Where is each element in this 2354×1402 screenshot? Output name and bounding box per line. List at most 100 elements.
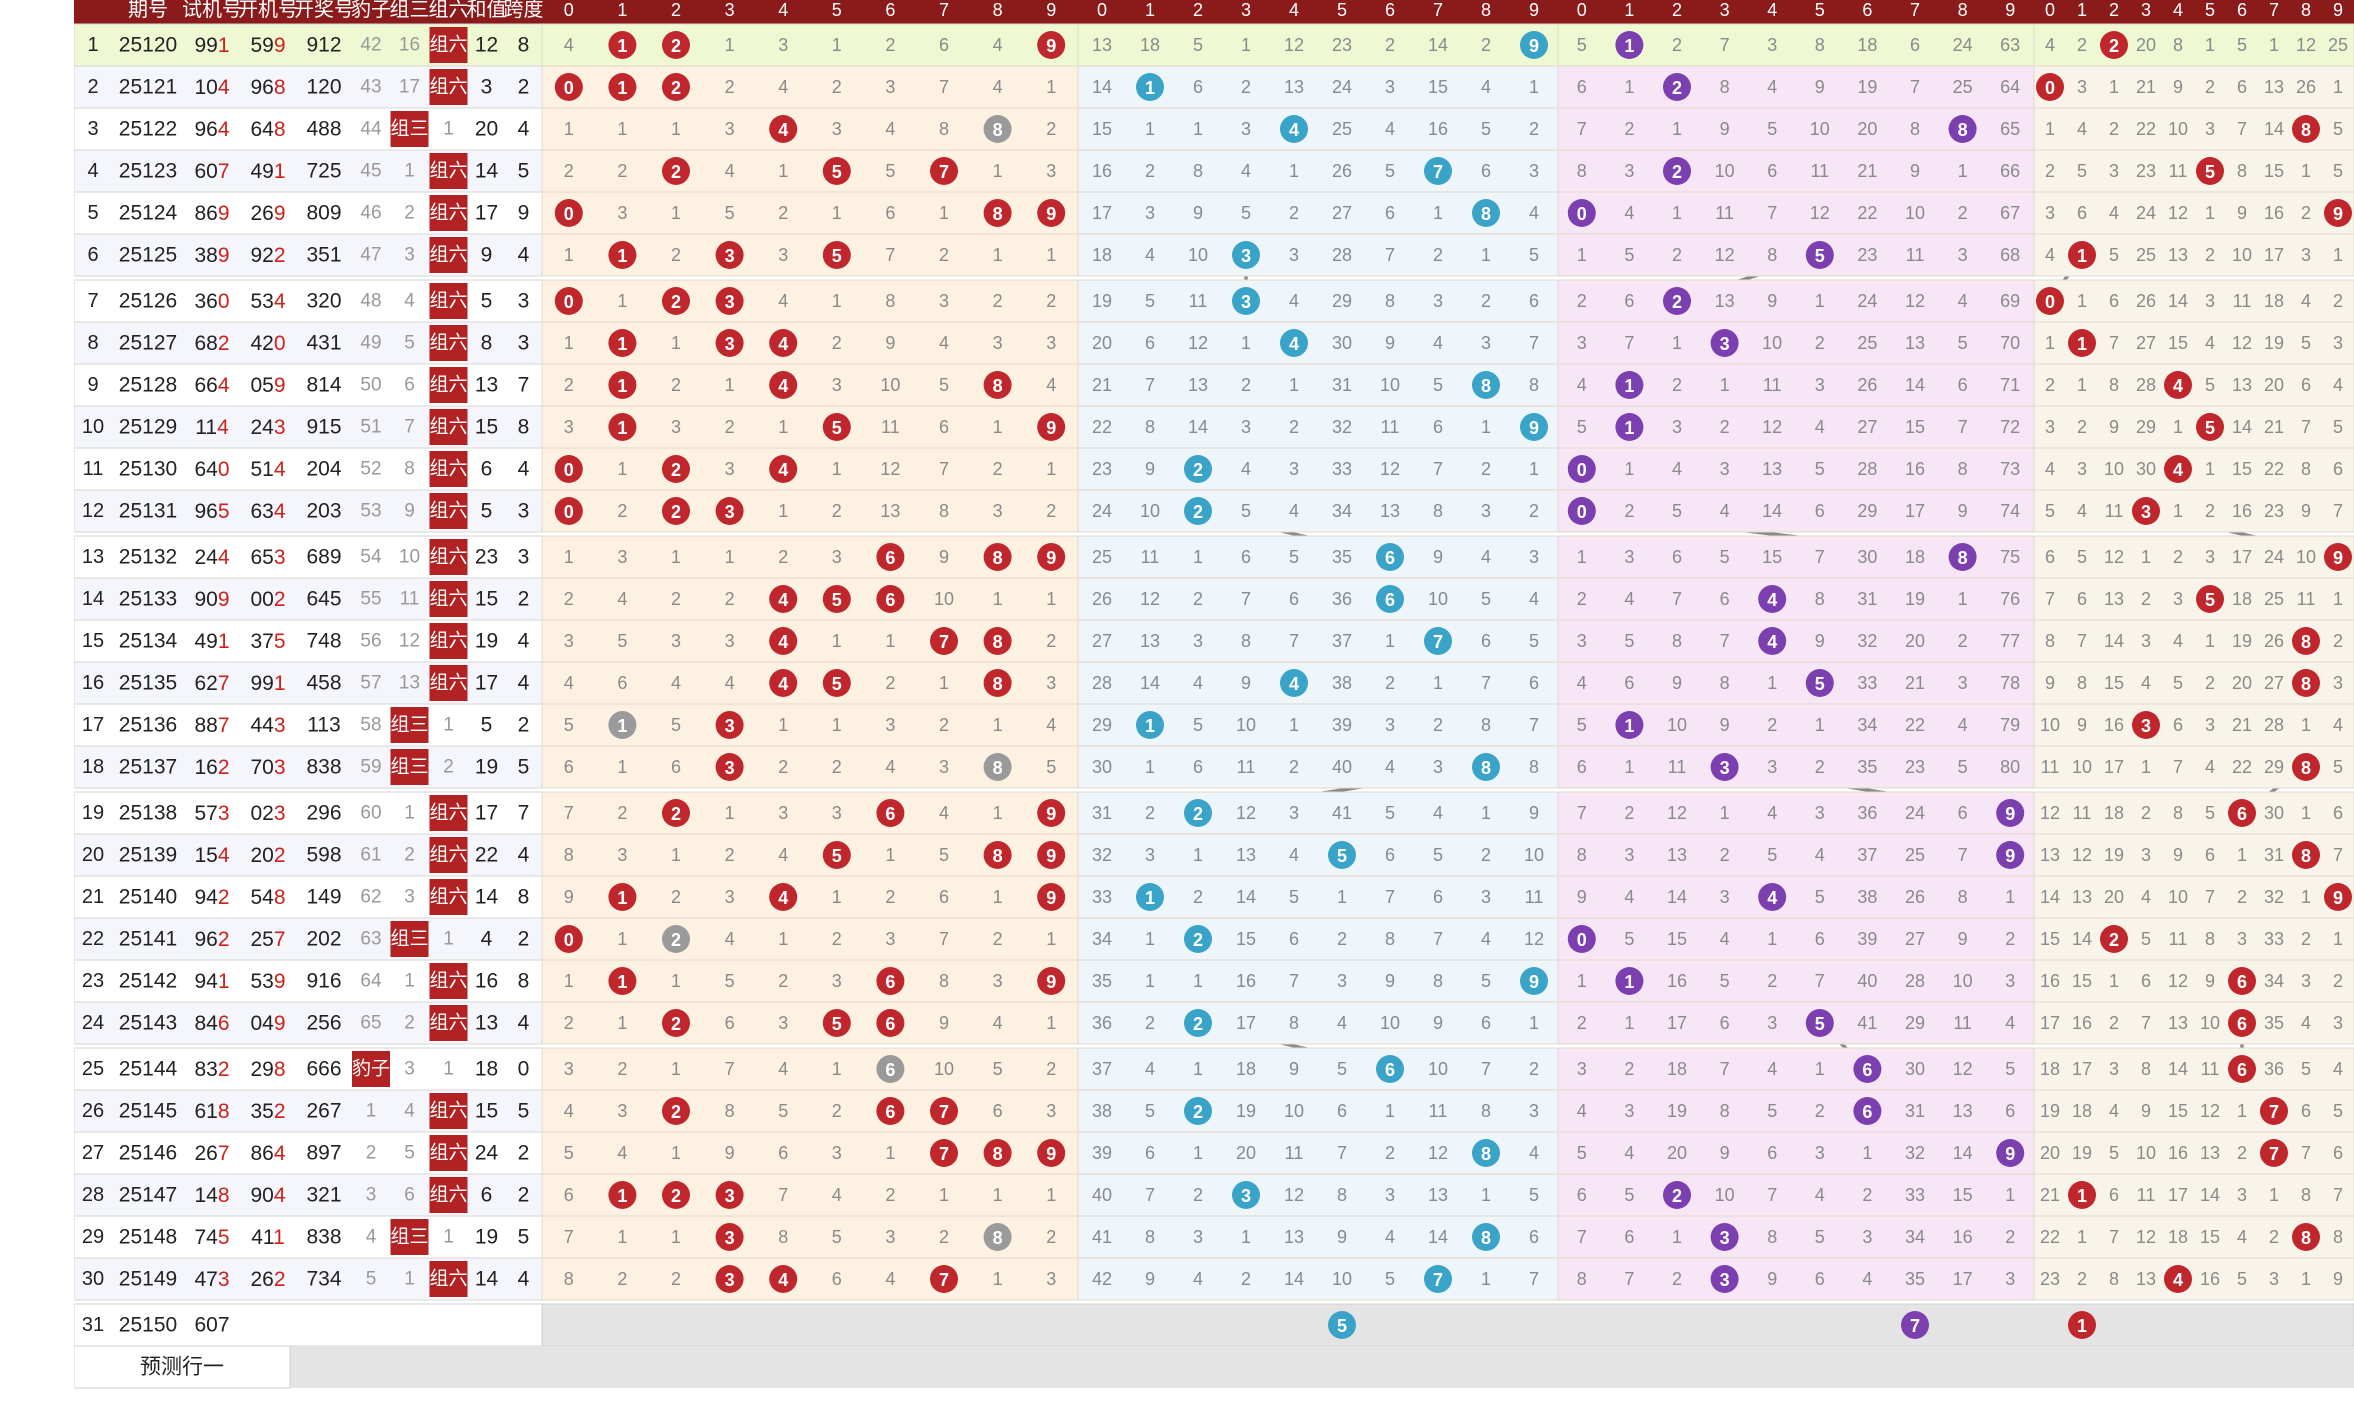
miss-count: 3: [1958, 673, 1968, 693]
ball-a: [769, 455, 798, 483]
miss-count: 1: [778, 417, 788, 437]
miss-count: 9: [2141, 1101, 2151, 1121]
miss-count: 23: [1857, 245, 1877, 265]
miss-count: 11: [2105, 501, 2124, 521]
ball-digit: 2: [1193, 502, 1203, 522]
form-tag-label: 组六: [429, 630, 467, 652]
miss-count: 4: [1624, 203, 1634, 223]
miss-count: 12: [1188, 333, 1208, 353]
miss-count: 16: [1953, 1227, 1973, 1247]
miss-count: 14: [1092, 77, 1112, 97]
miss-count: 1: [564, 245, 574, 265]
ball-a: [769, 371, 798, 399]
kaiji-number: 298: [250, 1058, 285, 1081]
miss-count: 1: [778, 929, 788, 949]
miss-count: 23: [1905, 757, 1925, 777]
ball-digit: 1: [617, 376, 627, 396]
miss-count: 1: [1193, 971, 1203, 991]
miss-count: 20: [1092, 333, 1112, 353]
miss-count: 34: [1905, 1227, 1925, 1247]
miss-count: 25: [1092, 547, 1112, 567]
ball-digit: 9: [2333, 204, 2343, 224]
miss-count: 2: [1385, 673, 1395, 693]
row-index: 15: [82, 630, 104, 652]
miss-count: 13: [2168, 1013, 2188, 1033]
form-miss-count: 51: [360, 417, 381, 438]
header-digit: 0: [1097, 0, 1107, 20]
ball-digit: 6: [885, 548, 895, 568]
miss-count: 3: [1241, 119, 1251, 139]
miss-count: 4: [1289, 845, 1299, 865]
ball-b: [1520, 413, 1548, 441]
miss-count: 3: [1529, 1101, 1539, 1121]
miss-count: 18: [2232, 589, 2252, 609]
miss-count: 2: [1624, 1059, 1634, 1079]
ball-digit: 0: [564, 930, 574, 950]
miss-count: 2: [1529, 1059, 1539, 1079]
header-bar: [74, 0, 2354, 24]
miss-count: 4: [2237, 1227, 2247, 1247]
zone-bg: [1557, 489, 2035, 533]
miss-count: 4: [1958, 291, 1968, 311]
trial-number: 618: [194, 1100, 229, 1123]
sum-value: 19: [475, 756, 498, 779]
zone-bg: [2033, 703, 2354, 747]
miss-count: 38: [1857, 887, 1877, 907]
miss-count: 13: [2136, 1269, 2156, 1289]
row-index: 20: [82, 844, 104, 866]
ball-digit: 3: [1720, 758, 1730, 778]
ball-a: [662, 925, 690, 953]
header-digit: 8: [1481, 0, 1491, 20]
form-miss-count: 11: [400, 589, 420, 610]
ball-digit: 9: [1046, 888, 1056, 908]
miss-count: 7: [1481, 673, 1491, 693]
miss-count: 5: [1145, 1101, 1155, 1121]
miss-count: 2: [2109, 1013, 2119, 1033]
period-number: 25147: [119, 1184, 177, 1207]
draw-number: 689: [306, 546, 341, 569]
miss-count: 4: [1577, 375, 1587, 395]
miss-count: 27: [2264, 673, 2284, 693]
ball-a: [769, 115, 798, 143]
miss-count: 8: [1672, 631, 1682, 651]
miss-count: 29: [2136, 417, 2156, 437]
miss-count: 2: [1289, 417, 1299, 437]
miss-count: 5: [2237, 35, 2247, 55]
row-index: 16: [82, 672, 104, 694]
miss-count: 4: [2333, 375, 2343, 395]
miss-count: 11: [1285, 1143, 1304, 1163]
miss-count: 1: [2333, 929, 2343, 949]
ball-digit: 0: [564, 204, 574, 224]
zone-bg: [1557, 619, 2035, 663]
kaiji-number: 443: [250, 714, 285, 737]
miss-count: 7: [1720, 35, 1730, 55]
form-tag-label: 组六: [429, 588, 467, 610]
ball-a: [876, 799, 905, 827]
form-miss-count: 1: [443, 1059, 454, 1080]
miss-count: 1: [993, 1269, 1003, 1289]
ball-a: [1037, 799, 1066, 827]
miss-count: 20: [1857, 119, 1877, 139]
miss-count: 2: [1289, 203, 1299, 223]
form-miss-count: 1: [404, 161, 415, 182]
miss-count: 16: [2200, 1269, 2220, 1289]
miss-count: 4: [1624, 589, 1634, 609]
miss-count: 5: [1624, 1185, 1634, 1205]
miss-count: 2: [1385, 1143, 1395, 1163]
miss-count: 5: [1289, 887, 1299, 907]
ball-digit: 2: [671, 292, 681, 312]
miss-count: 2: [1577, 589, 1587, 609]
miss-count: 4: [725, 673, 735, 693]
form-miss-count: 3: [404, 245, 415, 266]
miss-count: 7: [1145, 1185, 1155, 1205]
miss-count: 4: [1241, 459, 1251, 479]
miss-count: 16: [1667, 971, 1687, 991]
miss-count: 1: [1193, 1059, 1203, 1079]
miss-count: 25: [2136, 245, 2156, 265]
trial-number: 162: [194, 756, 229, 779]
miss-count: 6: [1385, 203, 1395, 223]
miss-count: 15: [2104, 673, 2124, 693]
miss-count: 13: [1715, 291, 1735, 311]
